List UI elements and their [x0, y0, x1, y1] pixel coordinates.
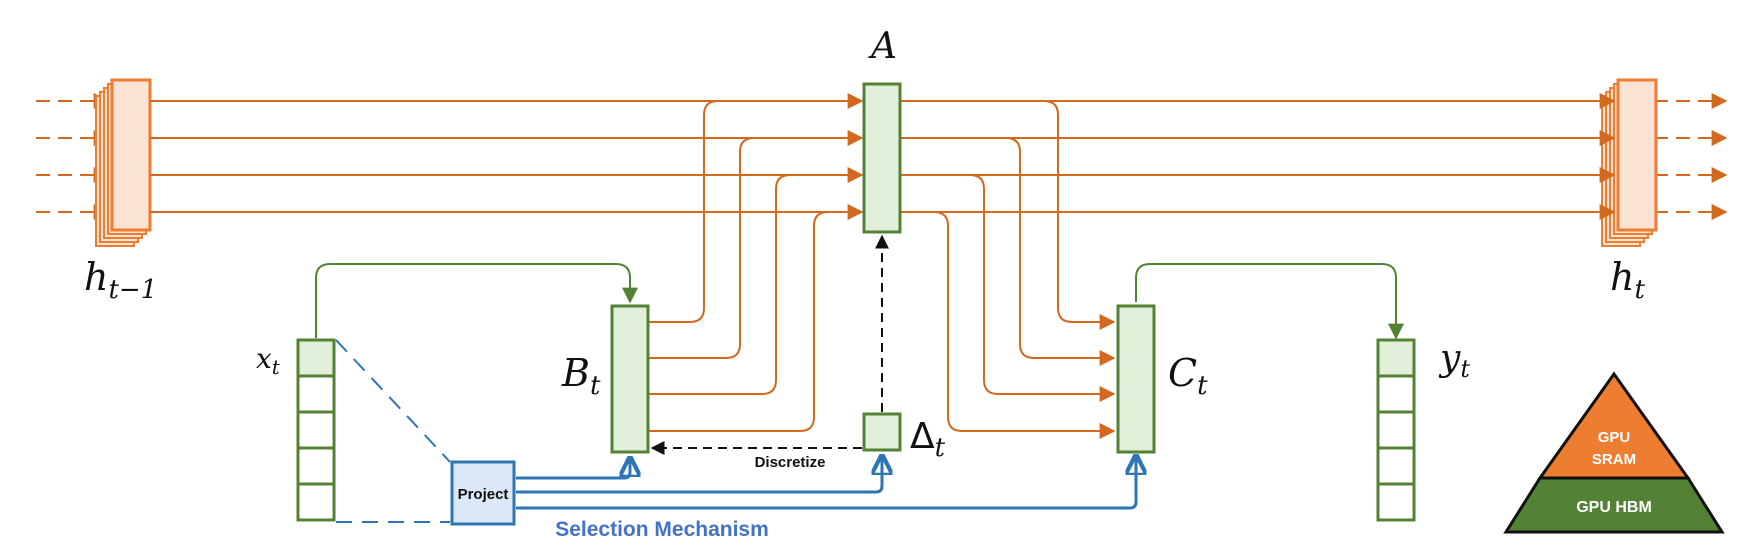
project-label: Project: [458, 486, 509, 503]
sram-label-line1: GPU: [1598, 429, 1631, 446]
c-to-y-arrow: [1135, 263, 1404, 340]
h-next-label: ht: [1610, 255, 1645, 305]
selection-mechanism-label: Selection Mechanism: [555, 518, 769, 541]
b-main: B: [561, 351, 590, 395]
sram-label-line2: SRAM: [1592, 451, 1636, 468]
x-main: x: [256, 342, 272, 375]
delta-main: Δ: [910, 416, 935, 457]
y-label: yt: [1438, 338, 1470, 383]
h-prev-block: [95, 78, 152, 247]
x-label: xt: [256, 342, 281, 379]
h-prev-label: ht−1: [84, 255, 157, 305]
h-prev-subscript: t−1: [108, 275, 157, 305]
y-main: y: [1438, 338, 1461, 379]
gpu-memory-pyramid: GPU SRAM GPU HBM: [1503, 371, 1725, 534]
state-to-c-lines: [933, 100, 1116, 439]
x-subscript: t: [272, 355, 281, 379]
b-matrix-block: [610, 304, 650, 454]
b-to-state-lines: [648, 100, 840, 432]
project-box: [450, 460, 516, 526]
delta-subscript: t: [935, 433, 946, 463]
delta-label: Δt: [910, 416, 946, 463]
h-next-main: h: [1610, 255, 1634, 299]
state-dashed-lines: [36, 93, 1728, 220]
projection-dashed-lines: [335, 339, 451, 523]
b-subscript: t: [590, 371, 601, 401]
a-matrix-block: [862, 82, 902, 234]
selection-arrows: [516, 458, 1136, 510]
y-vector: [1376, 338, 1416, 522]
y-subscript: t: [1460, 355, 1470, 383]
c-main: C: [1168, 351, 1197, 395]
x-vector: [296, 338, 336, 522]
discretize-label: Discretize: [755, 454, 826, 471]
c-label: Ct: [1168, 351, 1208, 401]
c-matrix-block: [1116, 304, 1156, 454]
x-to-b-arrow: [315, 263, 638, 338]
gpu-hbm-tier: [1503, 476, 1725, 534]
b-label: Bt: [561, 351, 601, 401]
h-next-subscript: t: [1634, 275, 1645, 305]
c-subscript: t: [1197, 371, 1208, 401]
a-label: A: [868, 26, 897, 67]
delta-block: [862, 412, 902, 452]
hbm-label: GPU HBM: [1576, 499, 1652, 516]
h-next-block: [1601, 78, 1658, 247]
h-prev-main: h: [84, 255, 108, 299]
